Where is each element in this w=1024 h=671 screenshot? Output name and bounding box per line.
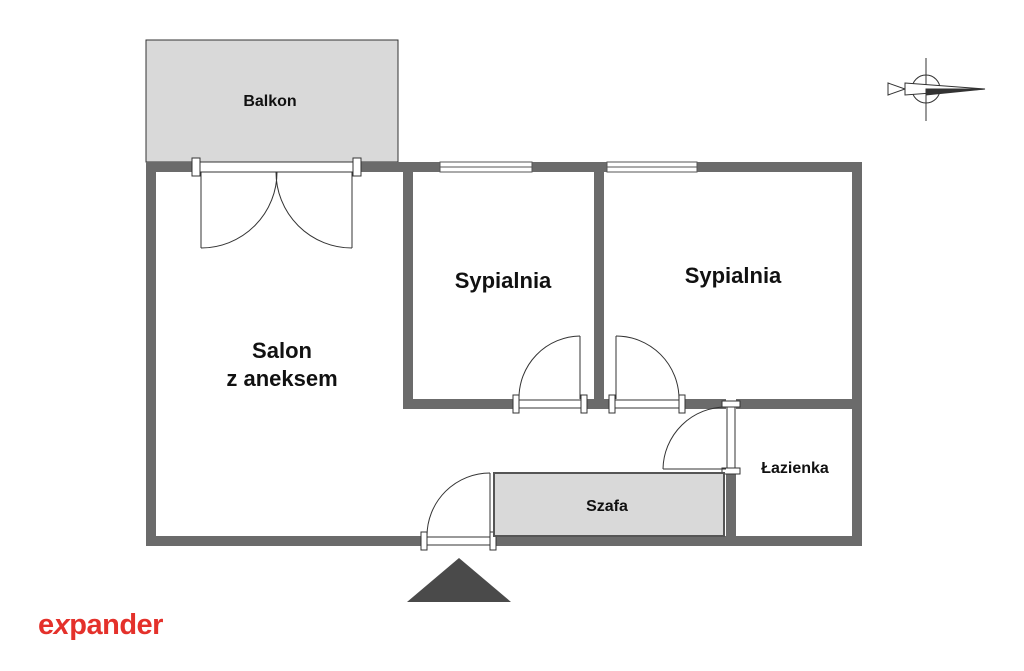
wardrobe-area: [493, 472, 725, 537]
balcony-area: [145, 39, 399, 163]
logo-text-suffix: pander: [69, 609, 163, 641]
compass-icon: [887, 58, 986, 121]
room-label-salon-line2: z aneksem: [226, 366, 337, 391]
walls: [146, 162, 862, 546]
entrance-triangle-icon: [407, 558, 511, 602]
windows: [439, 161, 698, 173]
room-label-sypialnia-2: Sypialnia: [685, 263, 782, 288]
bedroom-2-door: [608, 335, 686, 414]
room-label-sypialnia-1: Sypialnia: [455, 268, 552, 293]
bathroom-door: [662, 400, 741, 475]
logo-text-prefix: e: [38, 609, 54, 641]
expander-logo: expander: [38, 609, 163, 642]
bedroom-1-door: [512, 335, 588, 414]
room-label-szafa: Szafa: [586, 498, 628, 515]
balcony-door: [191, 157, 362, 249]
entrance-door: [420, 472, 497, 551]
room-label-balkon: Balkon: [243, 93, 296, 110]
room-label-lazienka: Łazienka: [761, 460, 829, 477]
room-label-salon-line1: Salon: [252, 338, 312, 363]
logo-text-x: x: [53, 609, 70, 641]
